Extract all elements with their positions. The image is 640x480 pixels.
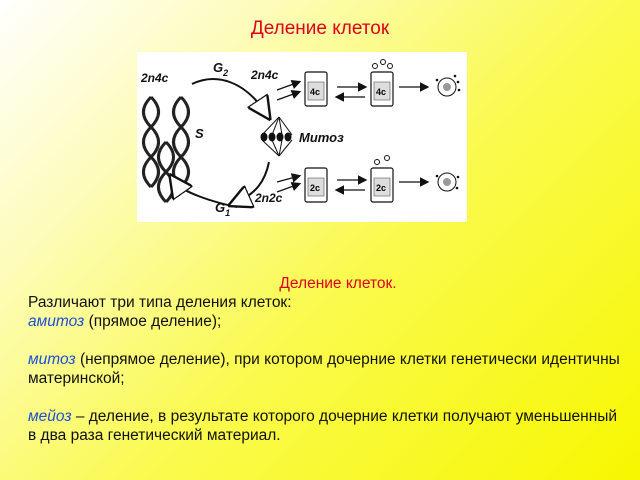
tube-2c-a: 2c: [304, 167, 328, 203]
arrow-s-to-g2: [191, 78, 265, 112]
label-2n4c-left: 2n4c: [140, 71, 169, 85]
tube-4c-b: 4c: [370, 59, 394, 107]
cell-4c-result: [435, 74, 461, 97]
dna-helix-center: [157, 140, 175, 204]
amitoz-term: амитоз: [28, 313, 85, 330]
tube-2c-a-label: 2c: [310, 183, 320, 193]
amitoz-desc: (прямое деление);: [84, 313, 222, 330]
mitoz-term: митоз: [28, 351, 76, 368]
meioz-desc: – деление, в результате которого дочерни…: [28, 408, 618, 444]
label-g1: G1: [215, 200, 230, 218]
cell-cycle-diagram: 2n4c S G2 2n4c Митоз 2n2c G1: [140, 59, 461, 218]
meioz-paragraph: мейоз – деление, в результате которого д…: [28, 407, 628, 445]
mitoz-desc: (непрямое деление), при котором дочерние…: [28, 351, 620, 387]
cell-cycle-figure: 2n4c S G2 2n4c Митоз 2n2c G1: [137, 52, 467, 222]
mitosis-spindle: [260, 116, 293, 157]
slide-body: Деление клеток. Различают три типа делен…: [28, 274, 628, 445]
arrow-g1-to-s: [175, 182, 238, 208]
label-g2: G2: [213, 60, 228, 78]
slide-title: Деление клеток: [250, 18, 390, 39]
body-heading: Деление клеток.: [279, 275, 397, 292]
cell-2c-result: [435, 172, 460, 192]
label-2n4c-right: 2n4c: [250, 68, 279, 82]
intro-line: Различают три типа деления клеток:: [28, 294, 292, 311]
mitoz-paragraph: митоз (непрямое деление), при котором до…: [28, 350, 628, 388]
dna-helix-right: [172, 95, 190, 189]
tube-2c-b: 2c: [370, 155, 394, 203]
meioz-term: мейоз: [28, 408, 72, 425]
dna-helix-left: [142, 95, 160, 189]
tube-4c-a: 4c: [304, 71, 328, 107]
tube-4c-a-label: 4c: [310, 87, 320, 97]
amitoz-line: амитоз (прямое деление);: [28, 312, 628, 331]
label-s-phase: S: [195, 126, 204, 141]
label-mitoz: Митоз: [299, 130, 344, 145]
arrow-mitosis-to-g1: [237, 161, 270, 202]
tube-4c-b-label: 4c: [376, 87, 386, 97]
label-2n2c: 2n2c: [254, 191, 283, 205]
tube-2c-b-label: 2c: [376, 183, 386, 193]
